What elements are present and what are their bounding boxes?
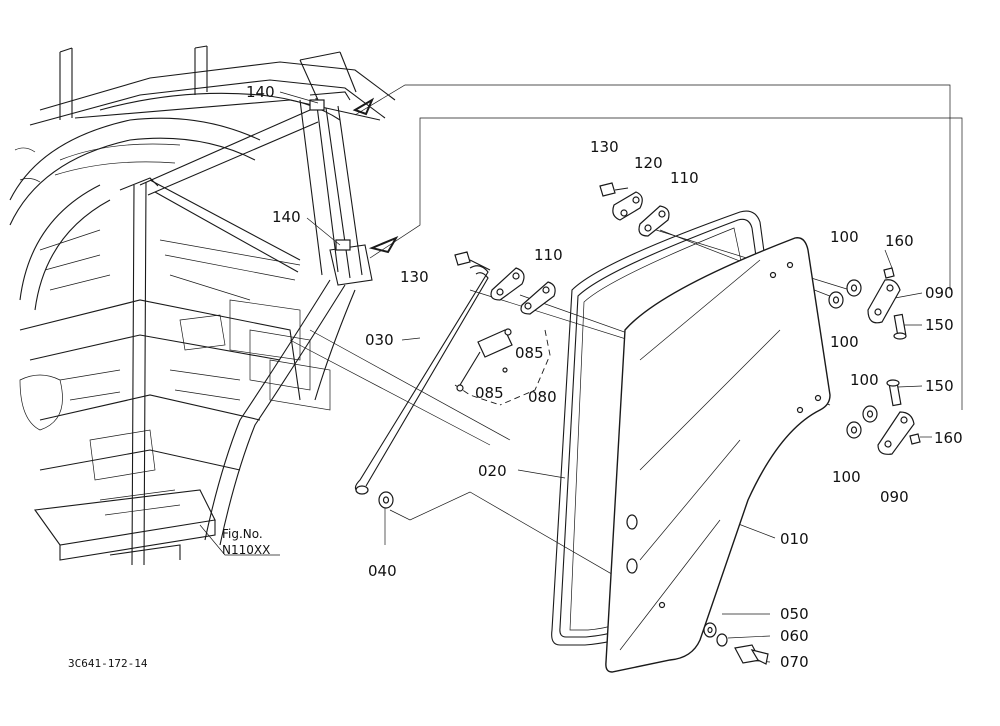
washer-040: [378, 491, 394, 509]
cab-frame-drawing: [9, 45, 399, 566]
label-100-a: 100: [830, 228, 859, 246]
pins-150: [886, 313, 907, 407]
label-140-lower: 140: [272, 208, 301, 226]
label-100-d: 100: [832, 468, 861, 486]
label-040: 040: [368, 562, 397, 580]
hinge-upper: [599, 182, 670, 237]
label-140-upper: 140: [246, 83, 275, 101]
label-110-upper: 110: [670, 169, 699, 187]
door-rod-030: [354, 265, 489, 495]
label-130-upper: 130: [590, 138, 619, 156]
label-030: 030: [365, 331, 394, 349]
label-020: 020: [478, 462, 507, 480]
label-100-c: 100: [850, 371, 879, 389]
callout-labels: 140 140 130 120 110 130 110 030 085 085 …: [68, 83, 963, 671]
label-110-lower: 110: [534, 246, 563, 264]
label-090-b: 090: [880, 488, 909, 506]
fasteners-050-060-070: [703, 622, 769, 665]
fig-number: N110XX: [222, 543, 270, 557]
brackets-090: [867, 279, 915, 455]
label-160-b: 160: [934, 429, 963, 447]
hinge-lower: [454, 251, 556, 315]
label-060: 060: [780, 627, 809, 645]
label-010: 010: [780, 530, 809, 548]
nuts-160: [883, 267, 921, 445]
label-085-upper: 085: [515, 344, 544, 362]
label-080: 080: [528, 388, 557, 406]
label-085-lower: 085: [475, 384, 504, 402]
fig-label: Fig.No.: [222, 527, 263, 541]
gas-strut-080: [456, 328, 513, 392]
label-100-b: 100: [830, 333, 859, 351]
label-130-lower: 130: [400, 268, 429, 286]
door-glass-010: [605, 237, 831, 673]
label-090-a: 090: [925, 284, 954, 302]
drawing-code: 3C641-172-14: [68, 657, 148, 670]
label-150-a: 150: [925, 316, 954, 334]
label-120: 120: [634, 154, 663, 172]
label-150-b: 150: [925, 377, 954, 395]
label-070: 070: [780, 653, 809, 671]
washers-100: [828, 279, 878, 439]
label-160-a: 160: [885, 232, 914, 250]
label-050: 050: [780, 605, 809, 623]
